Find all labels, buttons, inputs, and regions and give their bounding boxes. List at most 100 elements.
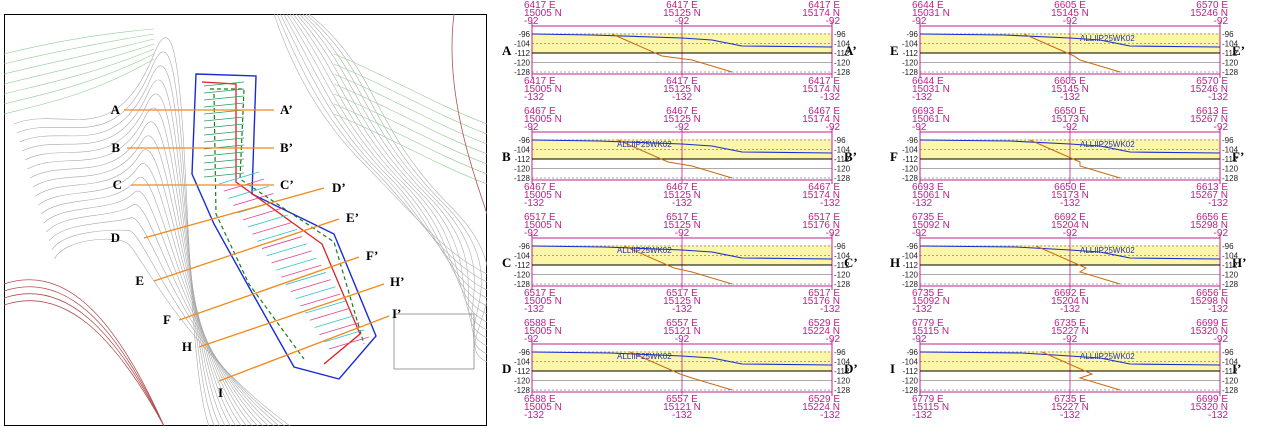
- top-coordinate: 15125 N: [663, 114, 701, 125]
- bottom-coordinate: 15005 N: [524, 296, 562, 307]
- bottom-coordinate: -132: [912, 92, 932, 103]
- y-tick-label-left: -120: [902, 271, 919, 280]
- bottom-coordinate: 15227 N: [1051, 402, 1089, 413]
- existing-ground-profile: [531, 351, 833, 366]
- top-coordinate: -92: [675, 16, 690, 27]
- top-coordinate: 15174 N: [802, 114, 840, 125]
- contour-line: [54, 238, 291, 426]
- section-line-h: [198, 283, 385, 348]
- top-coordinate: 15092 N: [912, 220, 950, 231]
- top-coordinate: -92: [912, 228, 927, 239]
- y-tick-label-left: -96: [906, 242, 918, 251]
- y-tick-label-right: -96: [834, 348, 846, 357]
- profile-label: ALLIIP25WK02: [1080, 34, 1135, 43]
- y-tick-label-left: -104: [514, 40, 531, 49]
- top-coordinate: 6644 E: [912, 0, 944, 11]
- contour-line-green: [333, 103, 487, 175]
- hatch-line: [328, 336, 370, 350]
- top-coordinate: -92: [1214, 228, 1229, 239]
- section-label-start: A: [502, 43, 512, 58]
- hatch-line: [228, 185, 269, 199]
- existing-ground-profile: [919, 245, 1221, 260]
- top-coordinate: 15173 N: [1051, 114, 1089, 125]
- y-tick-label-left: -104: [902, 358, 919, 367]
- section-line-label-end: H’: [390, 274, 404, 289]
- section-line-label-end: C’: [280, 177, 294, 192]
- bottom-coordinate: 15005 N: [524, 84, 562, 95]
- top-coordinate: 15227 N: [1051, 326, 1089, 337]
- contour-line-green: [333, 53, 487, 125]
- y-tick-label-right: -120: [1222, 165, 1239, 174]
- section-label-end: A’: [844, 43, 857, 58]
- y-tick-label-left: -112: [903, 49, 919, 58]
- contour-line: [286, 14, 487, 307]
- section-label-end: F’: [1232, 149, 1244, 164]
- contour-line: [280, 14, 487, 291]
- y-tick-label-right: -112: [1222, 261, 1238, 270]
- bottom-coordinate: 6517 E: [666, 288, 698, 299]
- contour-line: [24, 93, 231, 426]
- y-tick-label-left: -120: [514, 59, 531, 68]
- slope-hatching: [203, 81, 370, 350]
- y-tick-label-left: -120: [514, 165, 531, 174]
- bottom-coordinate: -132: [1208, 410, 1228, 421]
- y-tick-label-left: -96: [906, 136, 918, 145]
- existing-ground-profile: [919, 351, 1221, 366]
- hatch-line: [203, 81, 245, 87]
- y-tick-label-right: -104: [834, 358, 851, 367]
- design-profile: [623, 245, 733, 285]
- top-coordinate: 15125 N: [663, 220, 701, 231]
- hatch-line: [203, 172, 245, 178]
- section-label-start: H: [890, 255, 900, 270]
- top-coordinate: -92: [1063, 334, 1078, 345]
- hatch-line: [309, 307, 350, 321]
- section-label-start: I: [890, 361, 895, 376]
- profile-label: ALLIIP25WK02: [617, 352, 672, 361]
- top-coordinate: 15121 N: [663, 326, 701, 337]
- y-tick-label-right: -96: [1222, 136, 1234, 145]
- y-tick-label-left: -96: [518, 136, 530, 145]
- bottom-coordinate: -132: [672, 410, 692, 421]
- contour-line: [51, 229, 285, 426]
- section-line-label-end: A’: [280, 102, 293, 117]
- top-coordinate: -92: [675, 228, 690, 239]
- section-line-label-start: F: [163, 312, 171, 327]
- profile-label: ALLIIP25WK02: [1080, 246, 1135, 255]
- top-coordinate: 6467 E: [666, 106, 698, 117]
- section-label-start: B: [502, 149, 511, 164]
- top-coordinate: 15115 N: [912, 326, 949, 337]
- hatch-line: [304, 300, 346, 314]
- y-tick-label-left: -112: [515, 367, 531, 376]
- design-profile: [1035, 245, 1121, 285]
- contour-line: [309, 14, 487, 363]
- top-coordinate: -92: [826, 16, 841, 27]
- excavation-boundary: [191, 73, 377, 380]
- section-line-e: [153, 218, 340, 282]
- y-tick-label-right: -112: [834, 261, 850, 270]
- bottom-coordinate: 6417 E: [524, 76, 556, 87]
- section-line-label-start: E: [135, 273, 144, 288]
- contour-index-line: [4, 286, 165, 426]
- contour-line: [276, 14, 487, 283]
- contour-line: [283, 14, 487, 299]
- bottom-coordinate: 6557 E: [666, 394, 698, 405]
- bottom-coordinate: -132: [912, 304, 932, 315]
- design-profile: [1029, 139, 1121, 179]
- y-tick-label-left: -104: [902, 40, 919, 49]
- bottom-coordinate: 6699 E: [1196, 394, 1228, 405]
- y-tick-label-right: -120: [1222, 271, 1239, 280]
- contour-line: [289, 14, 487, 315]
- contour-index-line: [4, 279, 165, 426]
- contour-line-green: [333, 83, 487, 155]
- y-tick-label-right: -128: [1222, 68, 1239, 77]
- bottom-coordinate: 6605 E: [1054, 76, 1086, 87]
- design-profile: [611, 33, 733, 73]
- bottom-coordinate: 15125 N: [663, 296, 701, 307]
- y-tick-label-left: -128: [902, 280, 919, 289]
- hatch-line: [300, 293, 341, 307]
- section-line-label-start: D: [111, 230, 120, 245]
- bottom-coordinate: 6644 E: [912, 76, 944, 87]
